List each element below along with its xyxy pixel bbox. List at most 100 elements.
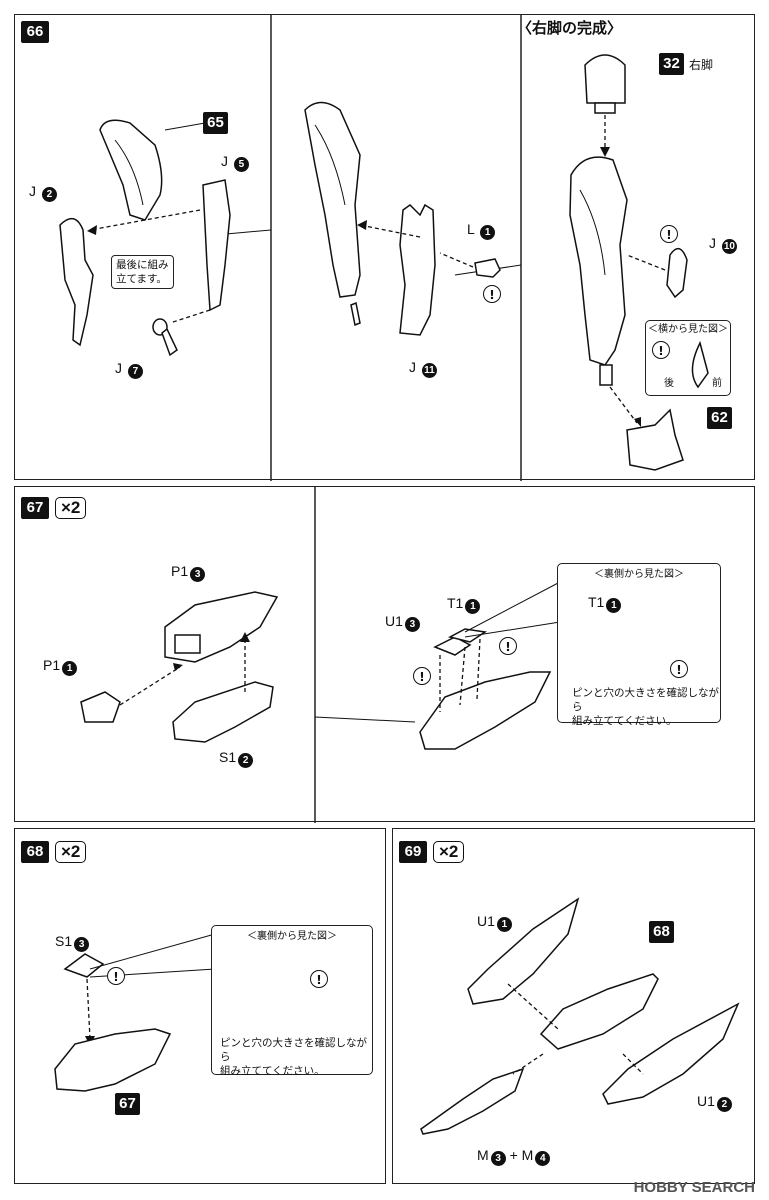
part-u13-shape [433, 636, 472, 656]
part-p11-prefix: P1 [43, 657, 61, 673]
rear-view-note: ＜裏側から見た図＞ ! ピンと穴の大きさを確認しながら 組み立ててください。 [211, 925, 373, 1078]
assemble-last-line2: 立てます。 [116, 273, 167, 285]
part-j7-prefix: J [115, 360, 122, 376]
part-s13-prefix: S1 [55, 933, 73, 949]
assemble-last-line1: 最後に組み [116, 259, 169, 271]
part-j2-label: J 2 [29, 183, 57, 202]
complete-right-leg-title: 〈右脚の完成〉 [517, 20, 623, 37]
part-j5-prefix: J [221, 153, 228, 169]
rear-view-title: ＜裏側から見た図＞ [594, 569, 684, 580]
part-68-shape [539, 973, 659, 1050]
part-62-shape [626, 408, 684, 471]
step-number-68: 68 [21, 841, 49, 863]
caution-icon: ! [499, 637, 517, 655]
part-t11-prefix: T1 [447, 595, 464, 611]
part-65-shape [99, 119, 163, 221]
part-u13-prefix: U1 [385, 613, 403, 629]
caution-icon: ! [413, 667, 431, 685]
rear-view-instruction-line1: ピンと穴の大きさを確認しながら [572, 687, 719, 713]
part-j11-number: 11 [421, 363, 437, 378]
side-view-front-label: 前 [712, 378, 722, 389]
rear-view-instruction: ピンと穴の大きさを確認しながら 組み立ててください。 [220, 1036, 372, 1078]
rear-view-t11-prefix: T1 [588, 594, 605, 610]
part-j10-prefix: J [709, 235, 716, 251]
step-66-panel: 66 65 J 2 J 5 J 7 最後に組み 立てます。 L 1 ! J 11… [14, 14, 755, 481]
part-m3-prefix: M [477, 1147, 489, 1163]
part-s12-shape [172, 681, 274, 743]
quantity-multiplier: ×2 [55, 497, 87, 519]
rear-view-t11-number: 1 [606, 598, 622, 613]
side-view-shape [691, 340, 709, 389]
part-u12-number: 2 [716, 1097, 732, 1112]
rear-view-instruction: ピンと穴の大きさを確認しながら 組み立ててください。 [572, 686, 720, 728]
part-j11-shape [399, 203, 436, 336]
part-67-badge: 67 [115, 1093, 140, 1115]
part-l1-prefix: L [467, 221, 475, 237]
step-number-67: 67 [21, 497, 49, 519]
step-67-assembled-shape [419, 671, 552, 750]
part-m4-prefix: M [521, 1147, 534, 1163]
part-62-badge: 62 [707, 407, 732, 429]
caution-icon: ! [670, 660, 688, 678]
part-32-badge: 32 [659, 53, 684, 75]
rear-view-title: ＜裏側から見た図＞ [247, 931, 337, 942]
part-s12-prefix: S1 [219, 749, 237, 765]
part-s13-shape [63, 953, 105, 978]
part-p11-number: 1 [62, 661, 78, 676]
watermark-logo: HOBBY SEARCH [633, 1179, 755, 1196]
part-j2-shape [59, 217, 94, 347]
assemble-last-note: 最後に組み 立てます。 [111, 255, 174, 289]
rear-view-instruction-line2: 組み立ててください。 [220, 1065, 325, 1077]
part-j10-shape [666, 247, 688, 299]
part-s12-number: 2 [238, 753, 254, 768]
part-m4-number: 4 [535, 1151, 551, 1166]
part-j11-prefix: J [409, 359, 416, 375]
caution-icon: ! [652, 341, 670, 359]
step-number-66: 66 [21, 21, 49, 43]
part-j5-shape [202, 179, 231, 312]
part-t11-number: 1 [465, 599, 481, 614]
part-j7-number: 7 [127, 364, 143, 379]
quantity-multiplier: ×2 [55, 841, 87, 863]
part-j10-number: 10 [721, 239, 737, 254]
part-p11-shape [80, 691, 121, 723]
side-view-title: ＜横から見た図＞ [648, 324, 728, 335]
step-number-69: 69 [399, 841, 427, 863]
part-u12-shape [602, 1002, 740, 1105]
part-j5-label: J 5 [221, 153, 249, 172]
plus-sign: + [509, 1147, 518, 1163]
part-32-label: 右脚 [689, 58, 714, 72]
part-68-badge: 68 [649, 921, 674, 943]
part-j5-number: 5 [233, 157, 249, 172]
side-view-note: ＜横から見た図＞ ! 後 前 [645, 320, 731, 396]
caution-icon: ! [660, 225, 678, 243]
part-t11-shape [447, 628, 488, 643]
rear-view-instruction-line2: 組み立ててください。 [572, 715, 677, 727]
part-67-assembly-shape [54, 1028, 172, 1092]
part-u11-prefix: U1 [477, 913, 495, 929]
quantity-multiplier: ×2 [433, 841, 465, 863]
part-l1-shape [474, 258, 501, 278]
part-u13-number: 3 [404, 617, 420, 632]
part-j11-label: J 11 [409, 359, 437, 378]
part-u12-prefix: U1 [697, 1093, 715, 1109]
part-l1-label: L 1 [467, 221, 496, 240]
part-j2-number: 2 [41, 187, 57, 202]
caution-icon: ! [107, 967, 125, 985]
part-leg-mid-shape [304, 101, 361, 298]
step-67-illustration [80, 487, 677, 823]
part-m3-number: 3 [490, 1151, 506, 1166]
